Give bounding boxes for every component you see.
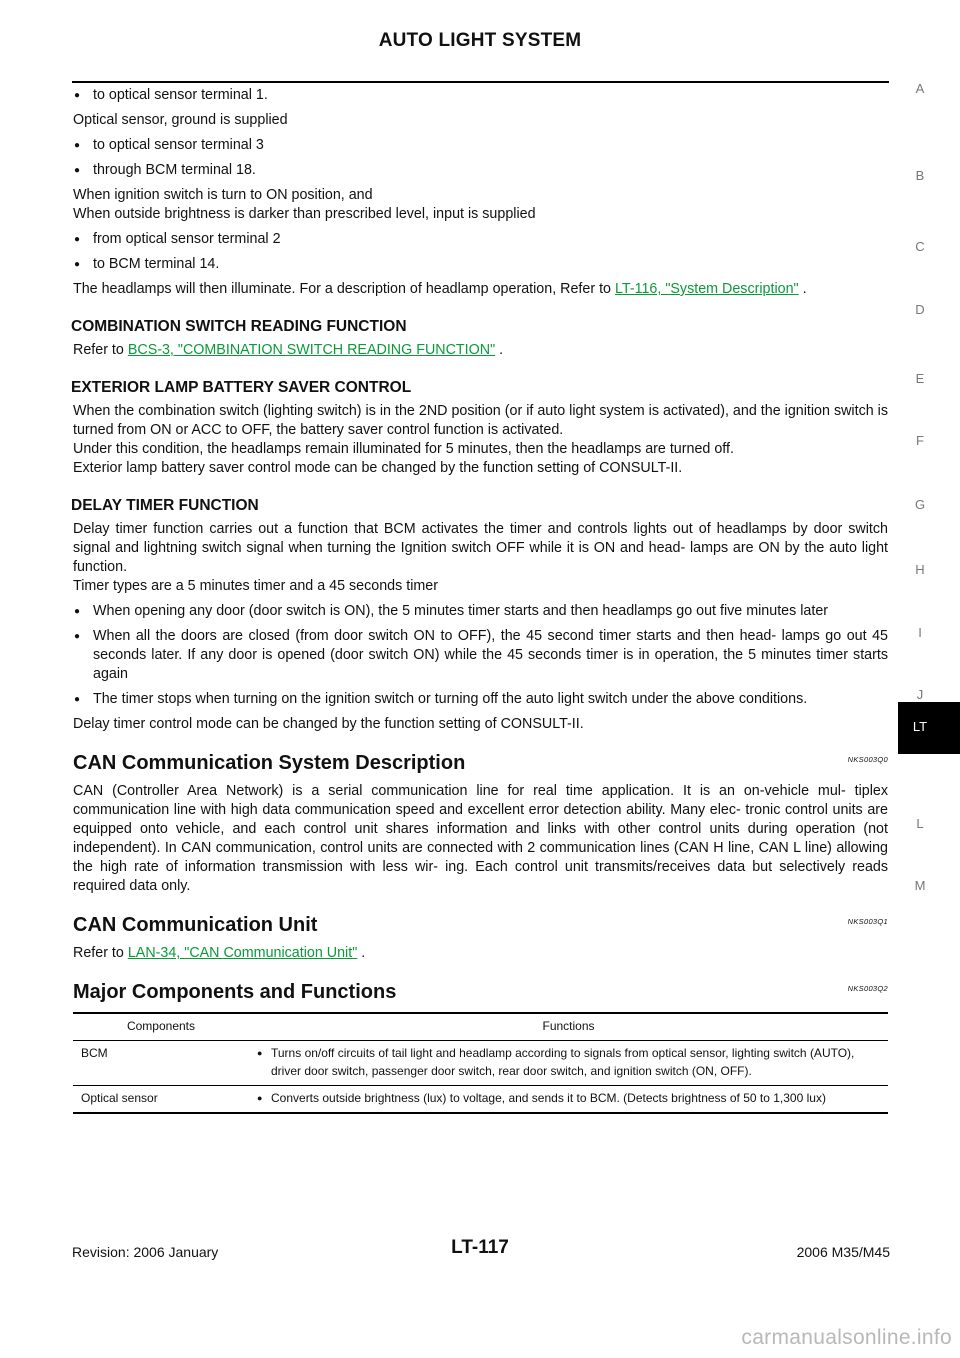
- list-item: When all the doors are closed (from door…: [73, 627, 888, 684]
- list-item: When opening any door (door switch is ON…: [73, 602, 888, 621]
- header-rule: [72, 81, 889, 83]
- list-item: to optical sensor terminal 3: [73, 136, 888, 155]
- side-tab[interactable]: I: [918, 625, 922, 640]
- side-tab[interactable]: D: [915, 302, 925, 317]
- section-title: CAN Communication System Description NKS0…: [73, 751, 888, 775]
- side-tab[interactable]: L: [916, 816, 924, 831]
- paragraph-text: .: [495, 342, 504, 358]
- list-item: through BCM terminal 18.: [73, 161, 888, 180]
- list-item: Turns on/off circuits of tail light and …: [257, 1044, 880, 1080]
- footer-revision: Revision: 2006 January: [72, 1244, 219, 1260]
- link-lan-34[interactable]: LAN-34, "CAN Communication Unit": [127, 945, 358, 961]
- paragraph: When outside brightness is darker than p…: [73, 206, 536, 222]
- paragraph: Refer to BCS-3, "COMBINATION SWITCH READ…: [73, 341, 888, 360]
- page-title: AUTO LIGHT SYSTEM: [378, 30, 582, 51]
- paragraph: Delay timer function carries out a funct…: [73, 521, 888, 575]
- side-tab[interactable]: F: [916, 433, 924, 448]
- list-item: to BCM terminal 14.: [73, 255, 888, 274]
- side-tab[interactable]: H: [915, 562, 925, 577]
- paragraph: Refer to LAN-34, "CAN Communication Unit…: [73, 944, 888, 963]
- paragraph: Timer types are a 5 minutes timer and a …: [73, 578, 438, 594]
- components-table: Components Functions BCM Turns on/off ci…: [73, 1012, 888, 1114]
- list-item: from optical sensor terminal 2: [73, 230, 888, 249]
- list-item: Converts outside brightness (lux) to vol…: [257, 1089, 880, 1107]
- footer-page-number: LT-117: [451, 1237, 509, 1258]
- table-cell-function: Converts outside brightness (lux) to vol…: [249, 1085, 888, 1114]
- side-tab[interactable]: G: [914, 497, 926, 512]
- watermark: carmanualsonline.info: [741, 1326, 952, 1349]
- main-content: to optical sensor terminal 1. Optical se…: [71, 86, 888, 1114]
- table-row: Optical sensor Converts outside brightne…: [73, 1085, 888, 1114]
- side-tab[interactable]: C: [915, 239, 925, 254]
- section-code: NKS003Q2: [847, 984, 888, 993]
- section-heading: EXTERIOR LAMP BATTERY SAVER CONTROL: [71, 379, 412, 396]
- section-code: NKS003Q0: [847, 755, 888, 764]
- section-title: Major Components and Functions NKS003Q2: [73, 980, 888, 1004]
- paragraph: The headlamps will then illuminate. For …: [73, 280, 888, 299]
- side-tab[interactable]: J: [916, 687, 924, 702]
- paragraph: When the combination switch (lighting sw…: [73, 403, 888, 438]
- column-header: Components: [73, 1012, 249, 1041]
- paragraph-text: Refer to: [73, 945, 128, 961]
- side-tab[interactable]: M: [914, 878, 926, 893]
- side-tab-label: LT: [912, 719, 928, 734]
- side-tab-active[interactable]: LT: [898, 702, 960, 754]
- section-title-text: Major Components and Functions: [73, 981, 397, 1003]
- link-lt-116[interactable]: LT-116, "System Description": [614, 281, 799, 297]
- paragraph-text: .: [798, 281, 807, 297]
- list-item: The timer stops when turning on the igni…: [73, 690, 888, 709]
- section-heading: DELAY TIMER FUNCTION: [71, 497, 259, 514]
- paragraph: Exterior lamp battery saver control mode…: [73, 460, 683, 476]
- footer-model: 2006 M35/M45: [796, 1244, 890, 1260]
- side-tab[interactable]: E: [915, 371, 925, 386]
- paragraph-text: The headlamps will then illuminate. For …: [73, 281, 615, 297]
- table-cell-component: BCM: [73, 1040, 249, 1086]
- table-header-row: Components Functions: [73, 1012, 888, 1041]
- table-cell-function: Turns on/off circuits of tail light and …: [249, 1040, 888, 1086]
- column-header: Functions: [249, 1012, 888, 1041]
- paragraph: Delay timer control mode can be changed …: [73, 716, 584, 732]
- paragraph: When ignition switch is turn to ON posit…: [73, 187, 373, 203]
- table-row: BCM Turns on/off circuits of tail light …: [73, 1040, 888, 1086]
- link-bcs-3[interactable]: BCS-3, "COMBINATION SWITCH READING FUNCT…: [127, 342, 496, 358]
- paragraph-text: Refer to: [73, 342, 128, 358]
- paragraph: Under this condition, the headlamps rema…: [73, 441, 734, 457]
- paragraph: Optical sensor, ground is supplied: [73, 112, 288, 128]
- table-cell-component: Optical sensor: [73, 1085, 249, 1114]
- list-item: to optical sensor terminal 1.: [73, 86, 888, 105]
- side-tab[interactable]: A: [915, 81, 925, 96]
- section-title-text: CAN Communication Unit: [73, 914, 318, 936]
- paragraph: CAN (Controller Area Network) is a seria…: [73, 783, 888, 894]
- paragraph-text: .: [357, 945, 366, 961]
- section-code: NKS003Q1: [847, 917, 888, 926]
- section-title-text: CAN Communication System Description: [73, 752, 466, 774]
- section-title: CAN Communication Unit NKS003Q1: [73, 913, 888, 937]
- section-heading: COMBINATION SWITCH READING FUNCTION: [71, 318, 407, 335]
- side-tab[interactable]: B: [915, 168, 925, 183]
